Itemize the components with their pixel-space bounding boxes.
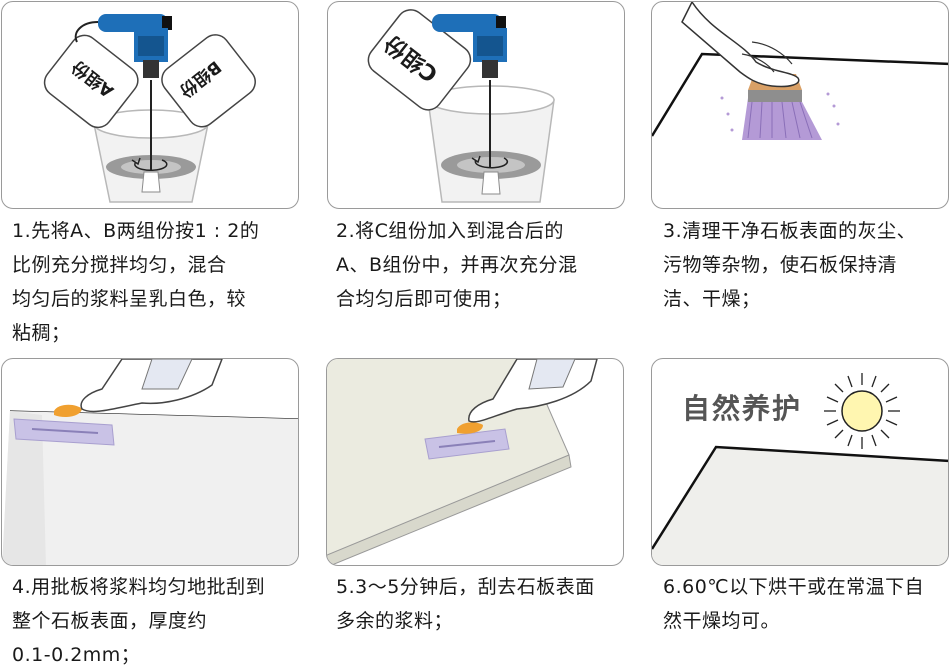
step-4-caption: 4.用批板将浆料均匀地批刮到 整个石板表面，厚度约 0.1-0.2mm； — [12, 570, 302, 672]
step-2-caption: 2.将C组份加入到混合后的 A、B组份中，并再次充分混 合均匀后即可使用； — [336, 214, 626, 316]
step-1-line-2: 比例充分搅拌均匀，混合 — [12, 248, 302, 282]
step-2-illustration: C组份 — [327, 1, 625, 209]
step-3-line-1: 3.清理干净石板表面的灰尘、 — [663, 214, 950, 248]
step-3-illustration — [651, 1, 949, 209]
step-4-line-2: 整个石板表面，厚度约 — [12, 604, 302, 638]
step-6-line-2: 然干燥均可。 — [663, 604, 950, 638]
step-1-caption: 1.先将A、B两组份按1 : 2的 比例充分搅拌均匀，混合 均匀后的浆料呈乳白色… — [12, 214, 302, 350]
curing-title: 自然养护 — [682, 387, 802, 427]
step-1-line-3: 均匀后的浆料呈乳白色，较 — [12, 282, 302, 316]
step-3-line-3: 洁、干燥； — [663, 282, 950, 316]
step-3-caption: 3.清理干净石板表面的灰尘、 污物等杂物，使石板保持清 洁、干燥； — [663, 214, 950, 316]
step-6-caption: 6.60℃以下烘干或在常温下自 然干燥均可。 — [663, 570, 950, 638]
step-5-line-1: 5.3～5分钟后，刮去石板表面 — [336, 570, 626, 604]
step-4-line-1: 4.用批板将浆料均匀地批刮到 — [12, 570, 302, 604]
step-4-illustration — [1, 358, 299, 566]
step-5-line-2: 多余的浆料； — [336, 604, 626, 638]
step-2-line-2: A、B组份中，并再次充分混 — [336, 248, 626, 282]
step-2-line-3: 合均匀后即可使用； — [336, 282, 626, 316]
step-1-illustration: A组份 B组份 — [1, 1, 299, 209]
step-5-illustration — [326, 358, 624, 566]
step-6-line-1: 6.60℃以下烘干或在常温下自 — [663, 570, 950, 604]
step-6-illustration: 自然养护 — [651, 358, 949, 566]
step-5-caption: 5.3～5分钟后，刮去石板表面 多余的浆料； — [336, 570, 626, 638]
step-1-line-4: 粘稠； — [12, 316, 302, 350]
step-3-line-2: 污物等杂物，使石板保持清 — [663, 248, 950, 282]
step-2-line-1: 2.将C组份加入到混合后的 — [336, 214, 626, 248]
step-1-line-1: 1.先将A、B两组份按1 : 2的 — [12, 214, 302, 248]
